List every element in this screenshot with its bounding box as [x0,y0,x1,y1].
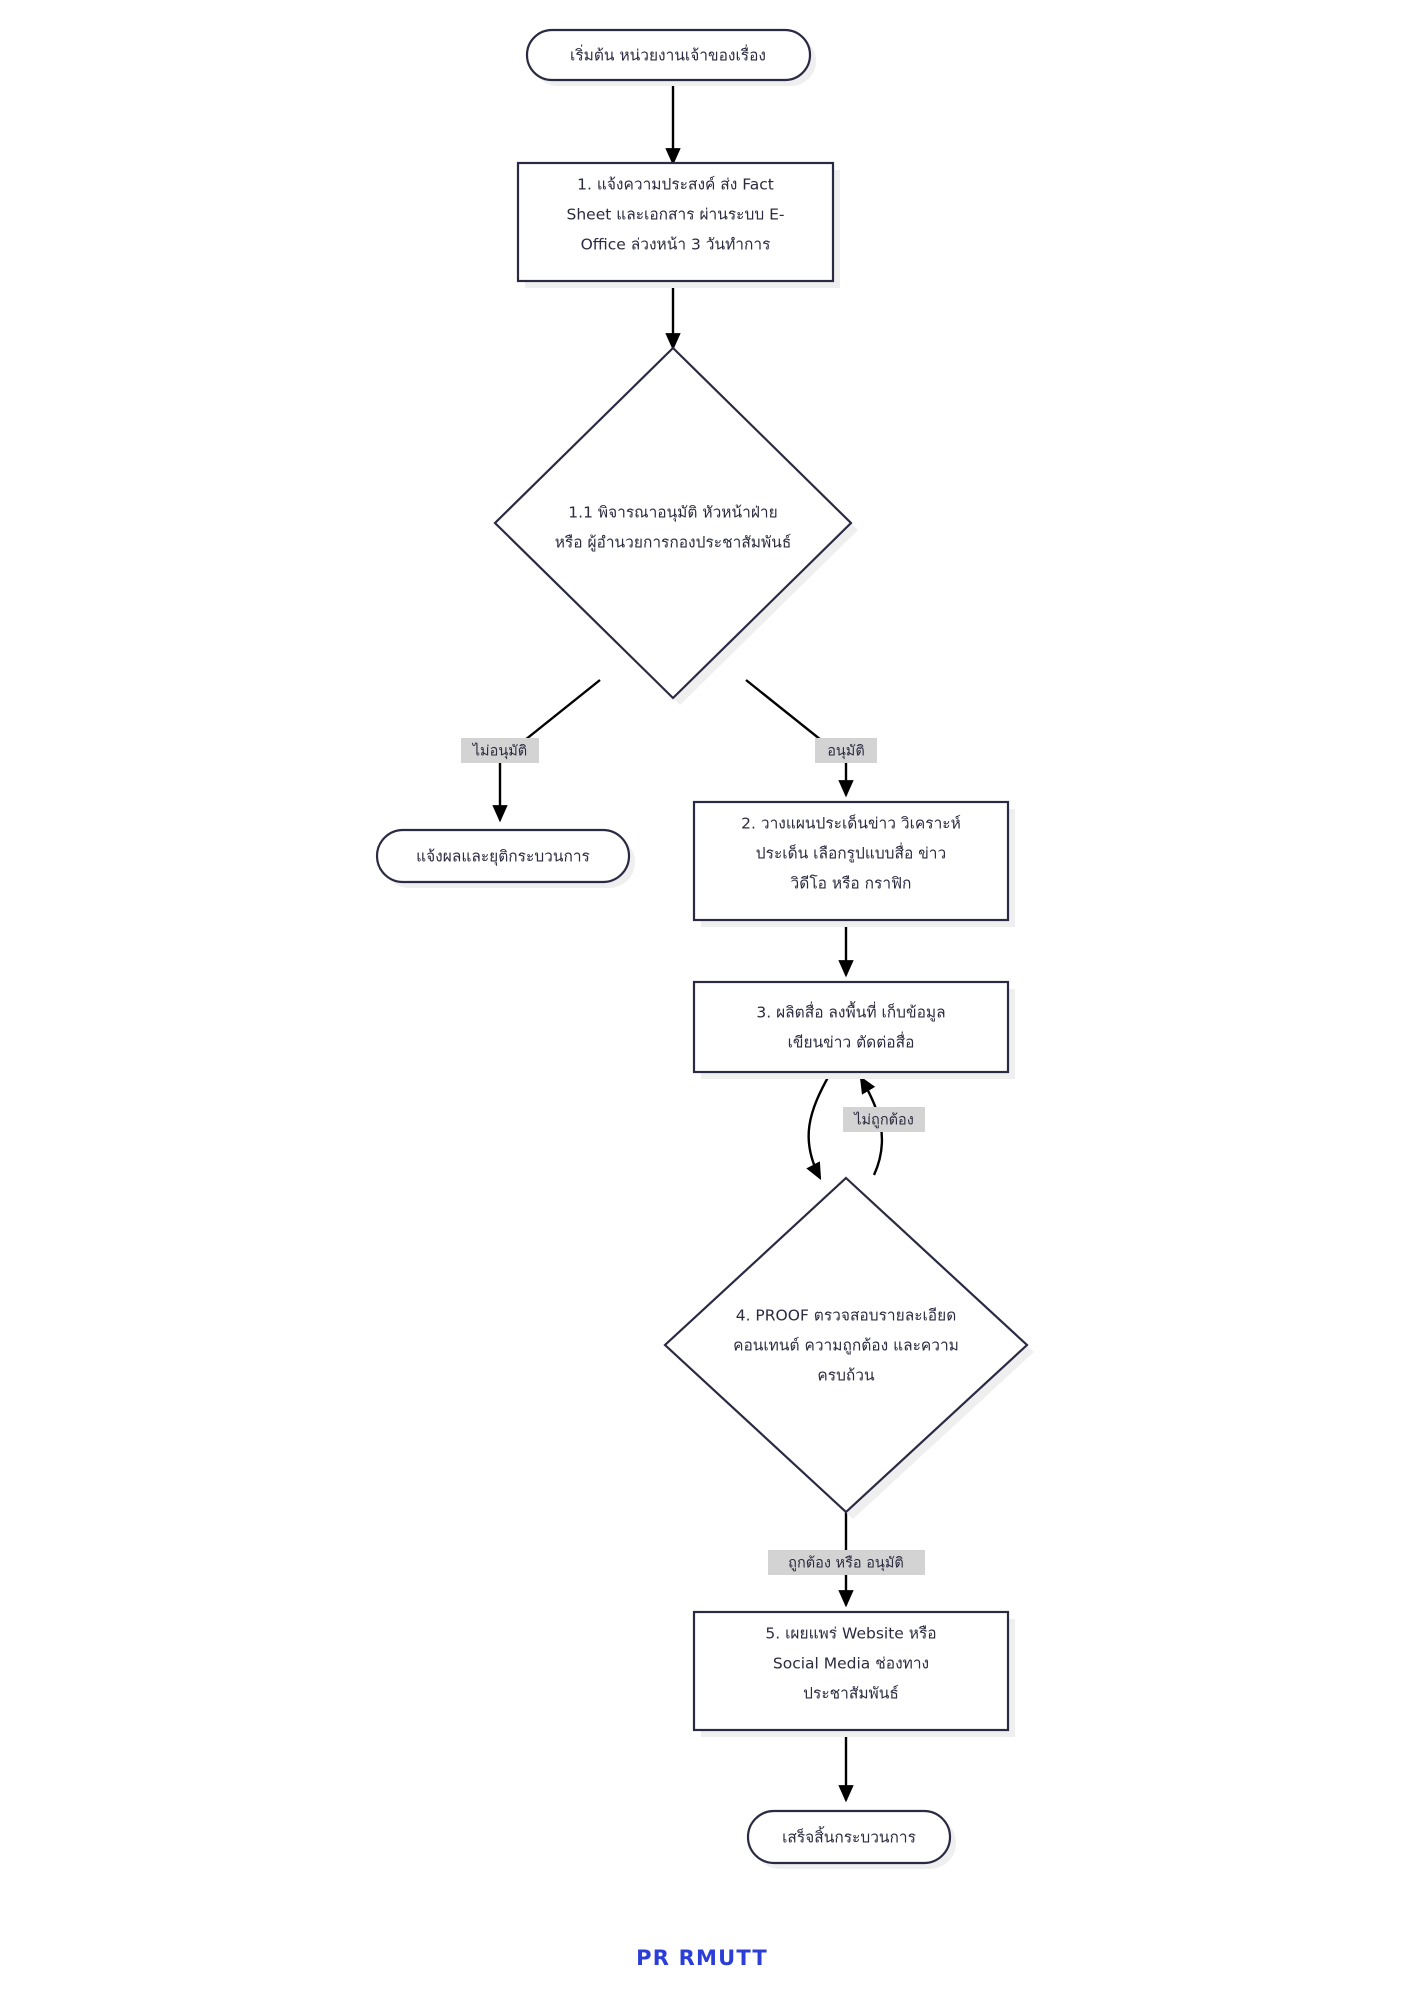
edge-label-background [768,1550,925,1575]
edge-decision1-to-step2 [745,679,854,798]
node-label-line-1: 4. PROOF ตรวจสอบรายละเอียด [736,1307,957,1325]
node-label-line-3: ครบถ้วน [817,1367,875,1385]
node-outline [516,161,835,283]
node-label-line-3: ประชาสัมพันธ์ [803,1685,899,1703]
edge-label: อนุมัติ [827,744,865,760]
node-label-line-1: 3. ผลิตสื่อ ลงพื้นที่ เก็บข้อมูล [756,1001,945,1023]
node-label-line-2: คอนเทนต์ ความถูกต้อง และความ [733,1337,959,1356]
node-outline [493,346,853,700]
node-label-line-2: ประเด็น เลือกรูปแบบสื่อ ข่าว [756,843,946,864]
node-start[interactable]: เริ่มต้น หน่วยงานเจ้าของเรื่อง [525,28,816,86]
node-outline [525,28,812,82]
node-label-line-2: เขียนข่าว ตัดต่อสื่อ [788,1032,915,1052]
node-label-line-1: 2. วางแผนประเด็นข่าว วิเคราะห์ [741,814,961,833]
node-label: เสร็จสิ้นกระบวนการ [782,1826,916,1847]
edge-label-incorrect: ไม่ถูกต้อง [843,1107,925,1132]
node-label-line-2: Social Media ช่องทาง [773,1655,929,1673]
node-label-line-2: Sheet และเอกสาร ผ่านระบบ E- [567,206,785,224]
edge-label: ไม่ถูกต้อง [853,1111,914,1129]
edge-label-background [843,1107,925,1132]
edge-label-background [461,738,539,763]
node-reject[interactable]: แจ้งผลและยุติกระบวนการ [375,828,635,888]
edge-line [806,1071,833,1181]
edge-label: ถูกต้อง หรือ อนุมัติ [788,1555,904,1572]
node-decision1[interactable]: 1.1 พิจารณาอนุมัติ หัวหน้าฝ่าย หรือ ผู้อ… [493,346,858,705]
edge-label: ไม่อนุมัติ [472,742,527,760]
edge-step3-to-decision2 [806,1071,833,1181]
node-label: แจ้งผลและยุติกระบวนการ [416,848,590,867]
edge-label-correct-or-approved: ถูกต้อง หรือ อนุมัติ [768,1550,925,1575]
node-label-line-1: 5. เผยแพร่ Website หรือ [765,1625,936,1643]
edge-label-approved: อนุมัติ [815,738,877,763]
node-outline [746,1809,952,1865]
node-outline [692,980,1010,1074]
node-step2[interactable]: 2. วางแผนประเด็นข่าว วิเคราะห์ ประเด็น เ… [692,800,1015,927]
node-label-line-1: 1.1 พิจารณาอนุมัติ หัวหน้าฝ่าย [568,504,777,523]
node-outline [692,1610,1010,1732]
node-label: เริ่มต้น หน่วยงานเจ้าของเรื่อง [570,45,766,65]
footer-brand-text: PR RMUTT [636,1946,768,1970]
node-outline [375,828,631,884]
node-label-line-3: Office ล่วงหน้า 3 วันทำการ [581,236,771,254]
node-decision2[interactable]: 4. PROOF ตรวจสอบรายละเอียด คอนเทนต์ ความ… [663,1176,1034,1519]
node-outline [692,800,1010,922]
node-end[interactable]: เสร็จสิ้นกระบวนการ [746,1809,956,1869]
node-label-line-1: 1. แจ้งความประสงค์ ส่ง Fact [577,176,774,194]
node-step3[interactable]: 3. ผลิตสื่อ ลงพื้นที่ เก็บข้อมูล เขียนข่… [692,980,1015,1079]
edge-label-not-approved: ไม่อนุมัติ [461,738,539,763]
edge-label-background [815,738,877,763]
node-label-line-3: วิดีโอ หรือ กราฟิก [790,875,911,893]
node-step5[interactable]: 5. เผยแพร่ Website หรือ Social Media ช่อ… [692,1610,1015,1737]
node-outline [663,1176,1029,1514]
node-label-line-2: หรือ ผู้อำนวยการกองประชาสัมพันธ์ [555,534,792,553]
node-step1[interactable]: 1. แจ้งความประสงค์ ส่ง Fact Sheet และเอก… [516,161,840,288]
edge-line [745,679,854,798]
